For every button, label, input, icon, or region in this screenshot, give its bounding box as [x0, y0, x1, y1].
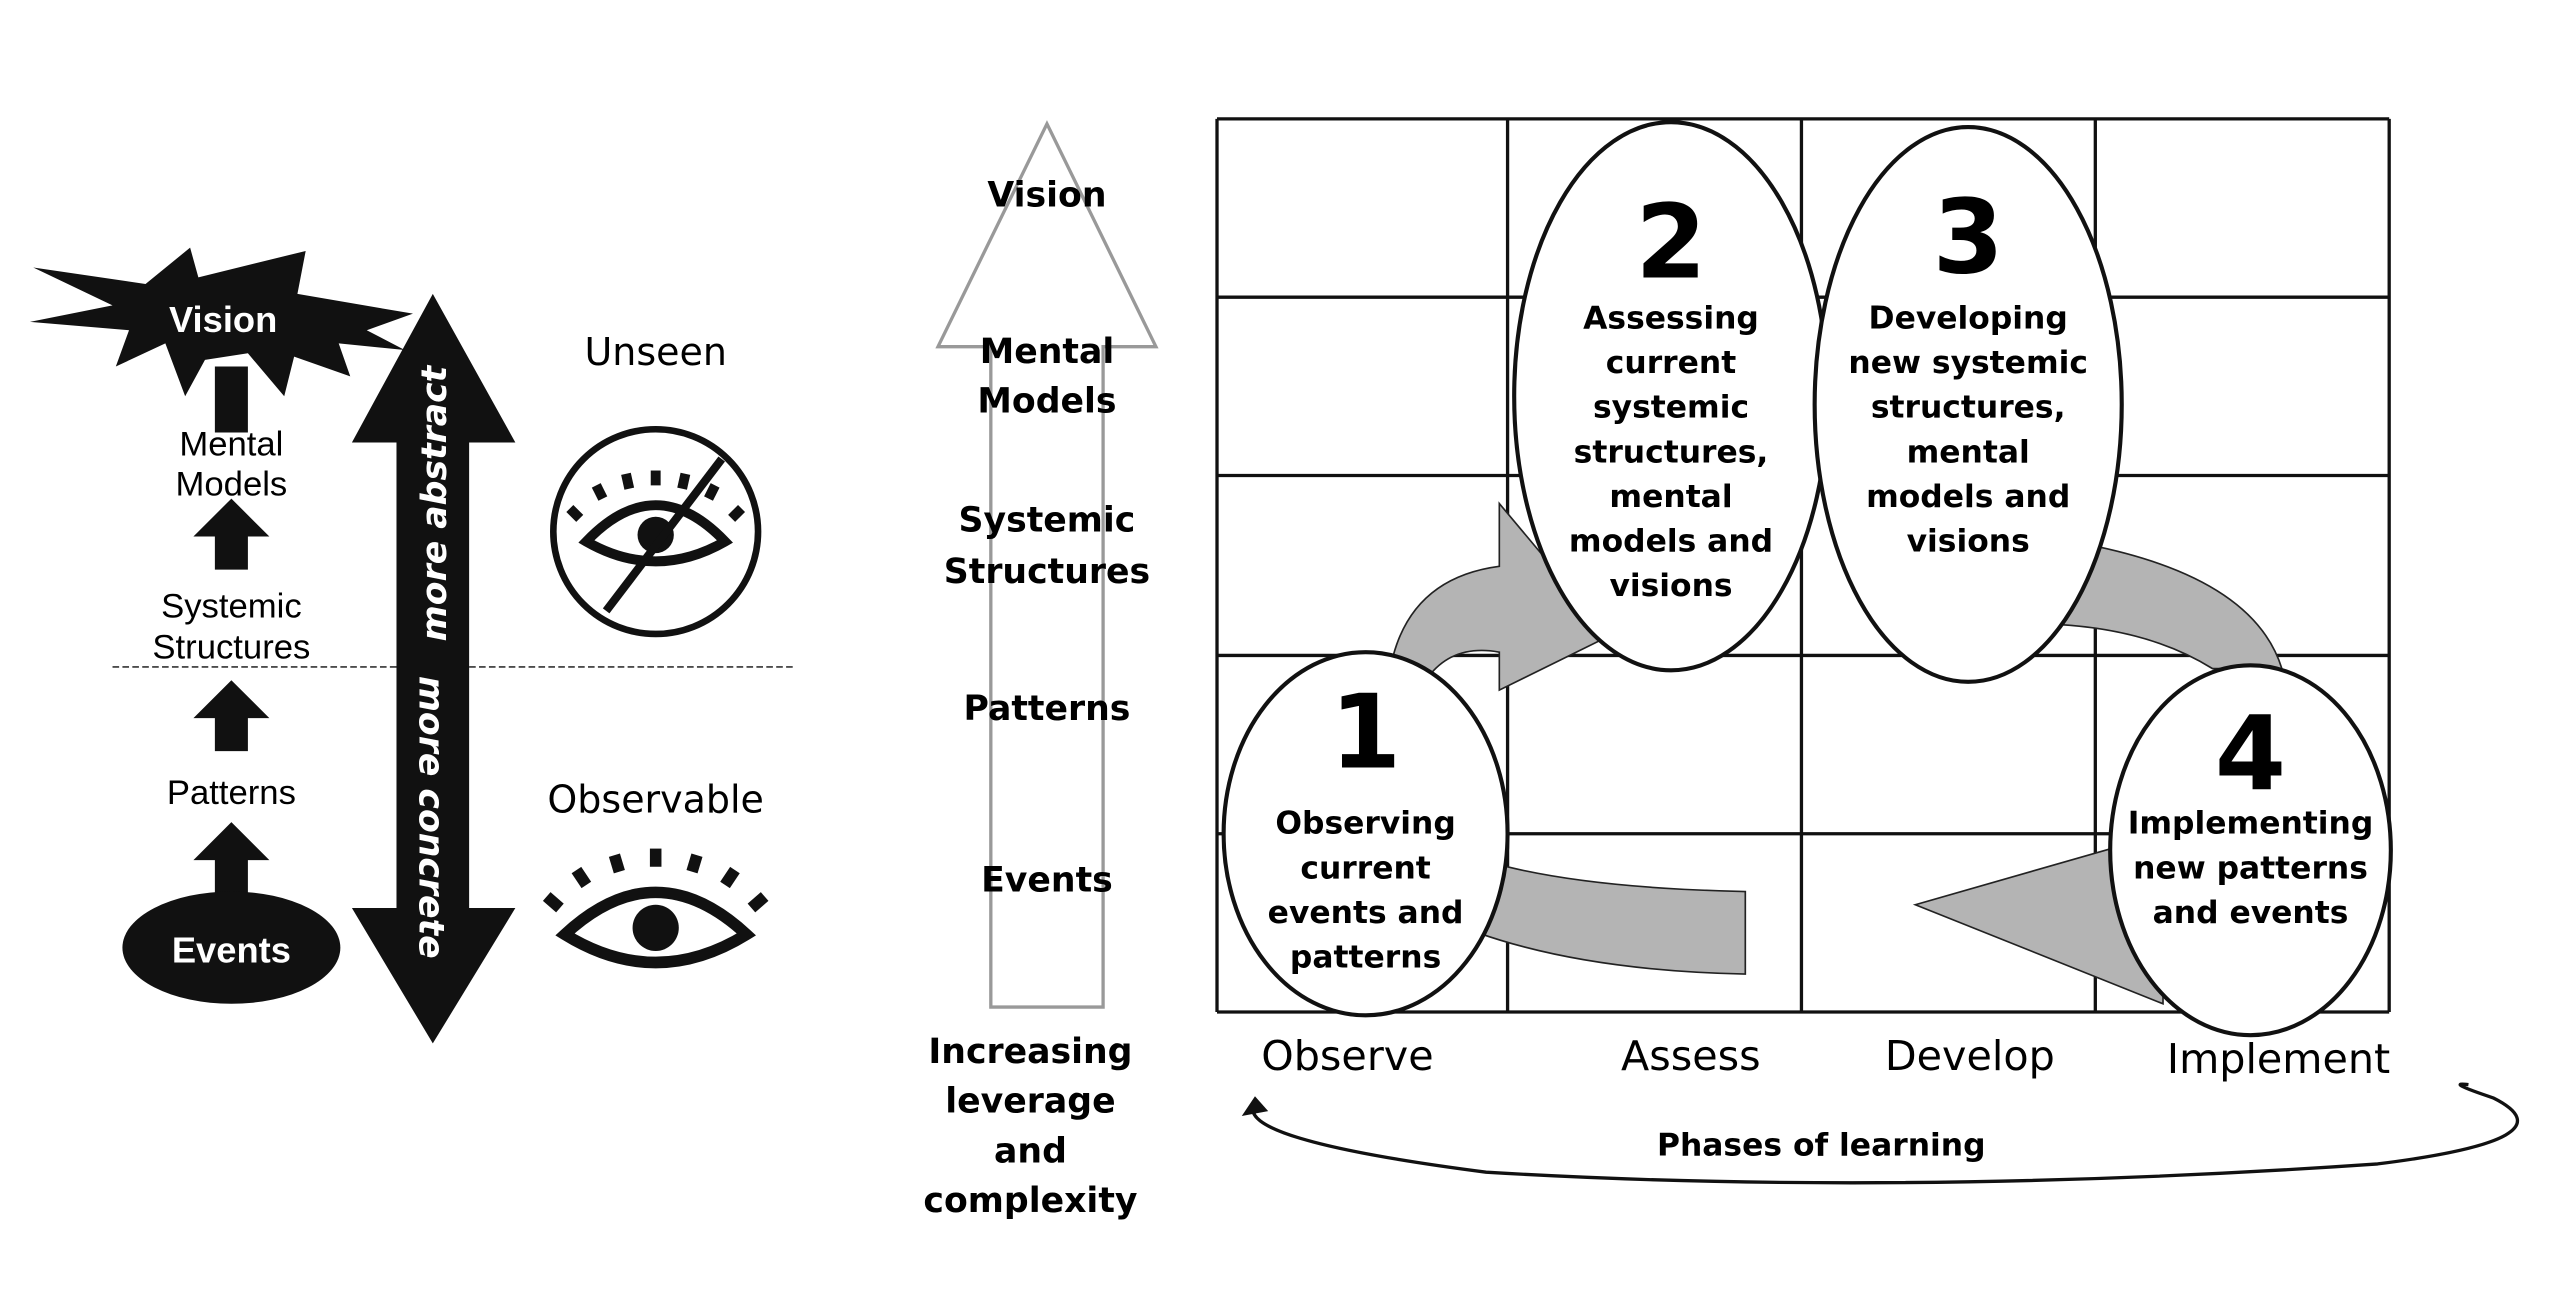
step-text: systemic [1593, 390, 1749, 426]
leverage-arrow [935, 120, 1159, 1009]
phase-assess: Assess [1621, 1032, 1761, 1080]
iceberg-panel: Vision Mental Models Systemic Structures… [29, 247, 797, 1044]
patterns-label: Patterns [167, 774, 296, 812]
arrow-1-to-2 [1391, 501, 1612, 692]
phases-of-learning-label: Phases of learning [1657, 1128, 1986, 1164]
step-text: models and [1569, 523, 1773, 559]
step-text: visions [1907, 523, 2030, 559]
step-text: Observing [1275, 806, 1455, 842]
more-abstract-label: more abstract [415, 364, 455, 641]
step-text: and events [2153, 895, 2349, 931]
step-number: 4 [2215, 695, 2286, 814]
eye-icon [542, 848, 769, 969]
more-concrete-label: more concrete [411, 676, 451, 959]
step-text: current [1606, 345, 1736, 381]
right-mental-label: Mental [980, 332, 1114, 372]
eye-slash-icon [550, 425, 762, 638]
right-vision-label: Vision [987, 175, 1106, 215]
step-text: structures, [1574, 434, 1769, 470]
step-text: mental [1609, 479, 1732, 515]
step-text: mental [1907, 434, 2030, 470]
step-3: 3 Developing new systemic structures, me… [1812, 125, 2124, 684]
step-text: current [1300, 850, 1430, 886]
mental-models-label-2: Models [176, 465, 288, 503]
loop-arrowhead-icon [1241, 1096, 1269, 1117]
learning-phases-panel: Vision Mental Models Systemic Structures… [923, 117, 2520, 1221]
up-arrow-icon [193, 498, 270, 570]
phase-develop: Develop [1885, 1032, 2055, 1080]
systemic-structures-label: Systemic [161, 587, 302, 625]
step-text: events and [1268, 895, 1464, 931]
leverage-line: complexity [923, 1181, 1137, 1221]
events-label: Events [172, 930, 291, 971]
abstract-concrete-double-arrow [351, 293, 516, 1044]
observable-label: Observable [547, 777, 764, 821]
leverage-caption: Increasing leverage and complexity [923, 1032, 1137, 1221]
vision-starburst [29, 247, 413, 397]
step-text: new patterns [2133, 850, 2368, 886]
arrow-1-band [1476, 862, 1747, 975]
learning-loop-arrow [1251, 1082, 2520, 1185]
phase-implement: Implement [2167, 1035, 2390, 1083]
step-text: Assessing [1583, 301, 1759, 337]
up-arrow-icon [193, 680, 270, 752]
mental-models-label: Mental [179, 426, 283, 464]
step-number: 2 [1635, 183, 1706, 302]
cycle-arrows [1391, 501, 2283, 1006]
step-number: 3 [1933, 178, 2004, 297]
step-text: Developing [1869, 301, 2068, 337]
right-events-label: Events [981, 861, 1113, 901]
phase-labels: Observe Assess Develop Implement [1261, 1032, 2390, 1083]
step-number: 1 [1330, 674, 1401, 793]
step-2: 2 Assessing current systemic structures,… [1512, 120, 1830, 673]
step-text: patterns [1290, 939, 1441, 975]
leverage-line: and [994, 1131, 1067, 1171]
vision-label: Vision [169, 299, 277, 340]
phase-observe: Observe [1261, 1032, 1433, 1080]
step-text: visions [1609, 568, 1732, 604]
step-text: structures, [1871, 390, 2066, 426]
right-structures-label: Structures [944, 552, 1150, 592]
right-patterns-label: Patterns [964, 689, 1131, 729]
up-arrow-icon [193, 822, 270, 900]
systemic-structures-label-2: Structures [152, 629, 310, 667]
leverage-line: Increasing [928, 1032, 1132, 1072]
unseen-label: Unseen [584, 330, 726, 374]
step-4: 4 Implementing new patterns and events [2108, 663, 2393, 1038]
step-text: Implementing [2128, 806, 2374, 842]
leverage-line: leverage [945, 1082, 1115, 1122]
step-1: 1 Observing current events and patterns [1221, 650, 1510, 1018]
step-text: new systemic [1848, 345, 2088, 381]
right-models-label: Models [977, 382, 1116, 422]
up-arrow-icon [214, 366, 248, 433]
step-text: models and [1866, 479, 2070, 515]
right-systemic-label: Systemic [959, 501, 1136, 541]
events-ellipse [122, 891, 341, 1004]
up-arrows [193, 366, 270, 900]
